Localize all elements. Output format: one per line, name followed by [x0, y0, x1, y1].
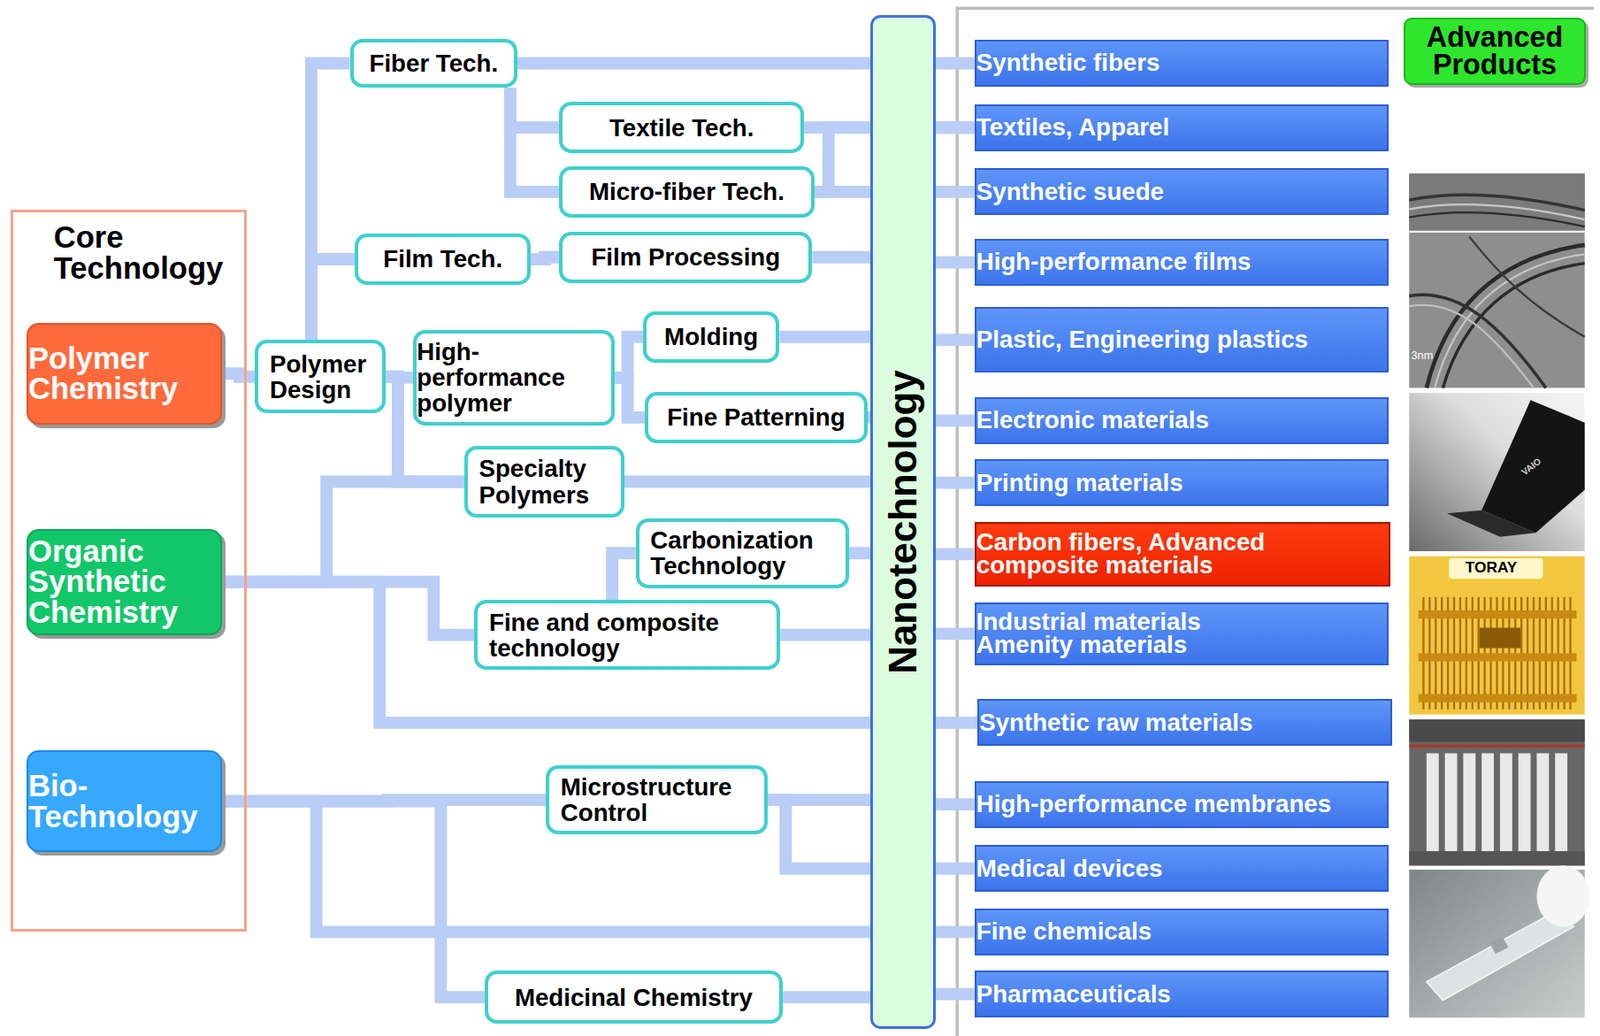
node-text: Film Tech.: [382, 245, 503, 272]
technology-box: Specialty Polymers: [464, 445, 625, 518]
connector: [530, 257, 559, 260]
connector: [222, 482, 465, 582]
connector: [614, 377, 645, 418]
technology-box: Textile Tech.: [558, 101, 804, 154]
product-box: Synthetic raw materials: [977, 698, 1392, 746]
node-text: Specialty Polymers: [478, 455, 610, 507]
node-text: Synthetic raw materials: [979, 711, 1253, 735]
tem-image: [1408, 173, 1585, 388]
photo-label: TORAY: [1465, 558, 1518, 577]
laptop-photo: [1408, 392, 1585, 552]
node-text: Nanotechnology: [883, 369, 923, 674]
product-box: High-performance films: [974, 238, 1389, 286]
connector: [614, 336, 643, 378]
node-text: Industrial materials Amenity materials: [976, 610, 1242, 658]
node-text: Polymer Chemistry: [28, 343, 170, 405]
node-text: Micro-fiber Tech.: [589, 178, 785, 205]
product-box: High-performance membranes: [974, 780, 1389, 828]
node-text: Fine Patterning: [666, 404, 845, 430]
highlighted-product-box: Carbon fibers, Advanced composite materi…: [974, 521, 1391, 588]
node-text: Printing materials: [976, 471, 1184, 495]
technology-box: Fiber Tech.: [350, 38, 518, 88]
connector: [510, 87, 559, 128]
technology-box: Fine and composite technology: [474, 599, 781, 669]
node-text: Electronic materials: [976, 408, 1210, 432]
sensor-slide-photo: [1408, 865, 1590, 1018]
circuit-photo: [1408, 556, 1585, 715]
node-text: Pharmaceuticals: [976, 982, 1172, 1006]
photo-label: VAIO: [1519, 455, 1543, 477]
node-text: Polymer Design: [269, 351, 371, 403]
technology-box: Carbonization Technology: [635, 518, 850, 588]
label-anchor: VAIO: [1520, 457, 1543, 474]
node-text: Fine and composite technology: [489, 609, 766, 661]
node-text: Carbonization Technology: [650, 527, 835, 579]
nanotechnology-bar: Nanotechnology: [870, 15, 936, 1029]
node-text: Plastic, Engineering plastics: [976, 328, 1309, 352]
node-text: Microstructure Control: [560, 773, 754, 826]
label-anchor: 3nm: [1411, 346, 1434, 363]
connector: [222, 581, 978, 723]
node-text: Fiber Tech.: [369, 50, 499, 77]
product-box: Industrial materials Amenity materials: [974, 602, 1389, 667]
node-text: Organic Synthetic Chemistry: [28, 535, 170, 628]
product-box: Electronic materials: [974, 397, 1389, 445]
node-text: Synthetic suede: [976, 180, 1164, 204]
product-box: Textiles, Apparel: [974, 104, 1389, 152]
technology-box: High-performance polymer: [413, 329, 615, 426]
core-technology-box: Polymer Chemistry: [26, 322, 223, 425]
node-text: Advanced Products: [1415, 23, 1576, 78]
product-box: Plastic, Engineering plastics: [974, 306, 1389, 373]
product-box: Synthetic suede: [974, 168, 1389, 215]
node-text: Core Technology: [53, 222, 243, 284]
node-text: Medicinal Chemistry: [514, 984, 753, 1011]
advanced-products-box: Advanced Products: [1403, 17, 1585, 86]
node-text: Synthetic fibers: [976, 51, 1161, 75]
technology-box: Microstructure Control: [545, 765, 768, 835]
technology-box: Film Tech.: [354, 233, 530, 285]
node-text: Carbon fibers, Advanced composite materi…: [976, 530, 1347, 578]
technology-box: Medicinal Chemistry: [484, 970, 783, 1024]
node-text: High-performance films: [976, 250, 1252, 274]
connector: [510, 87, 559, 192]
node-text: Fine chemicals: [976, 919, 1152, 943]
photo-label: 3nm: [1411, 349, 1434, 362]
core-technology-box: Organic Synthetic Chemistry: [26, 528, 223, 636]
connector: [222, 581, 475, 636]
node-text: Molding: [664, 323, 758, 350]
membrane-plant-photo: [1408, 719, 1585, 866]
node-text: Bio-Technology: [28, 770, 207, 832]
product-box: Pharmaceuticals: [974, 970, 1389, 1018]
connector: [222, 801, 485, 998]
connector: [612, 552, 636, 600]
node-text: High-performance membranes: [976, 792, 1332, 816]
technology-box: Molding: [643, 311, 781, 363]
core-technology-box: Bio-Technology: [26, 750, 223, 852]
connector: [222, 373, 255, 376]
core-technology-frame: Core TechnologyPolymer ChemistryOrganic …: [10, 209, 248, 933]
products-frame-line: [956, 7, 1594, 1036]
node-text: Film Processing: [590, 244, 781, 270]
connector: [311, 259, 356, 340]
node-text: Medical devices: [976, 857, 1164, 881]
label-anchor: TORAY: [1465, 558, 1518, 577]
node-text: High-performance polymer: [416, 338, 582, 416]
technology-box: Film Processing: [558, 231, 812, 284]
product-box: Synthetic fibers: [974, 39, 1389, 87]
technology-box: Micro-fiber Tech.: [558, 166, 814, 218]
product-box: Medical devices: [974, 844, 1389, 892]
product-box: Fine chemicals: [974, 908, 1389, 956]
node-text: Textile Tech.: [609, 114, 755, 141]
node-text: Textiles, Apparel: [976, 115, 1170, 139]
technology-box: Polymer Design: [254, 339, 385, 414]
technology-box: Fine Patterning: [644, 391, 868, 444]
product-box: Printing materials: [974, 459, 1389, 506]
